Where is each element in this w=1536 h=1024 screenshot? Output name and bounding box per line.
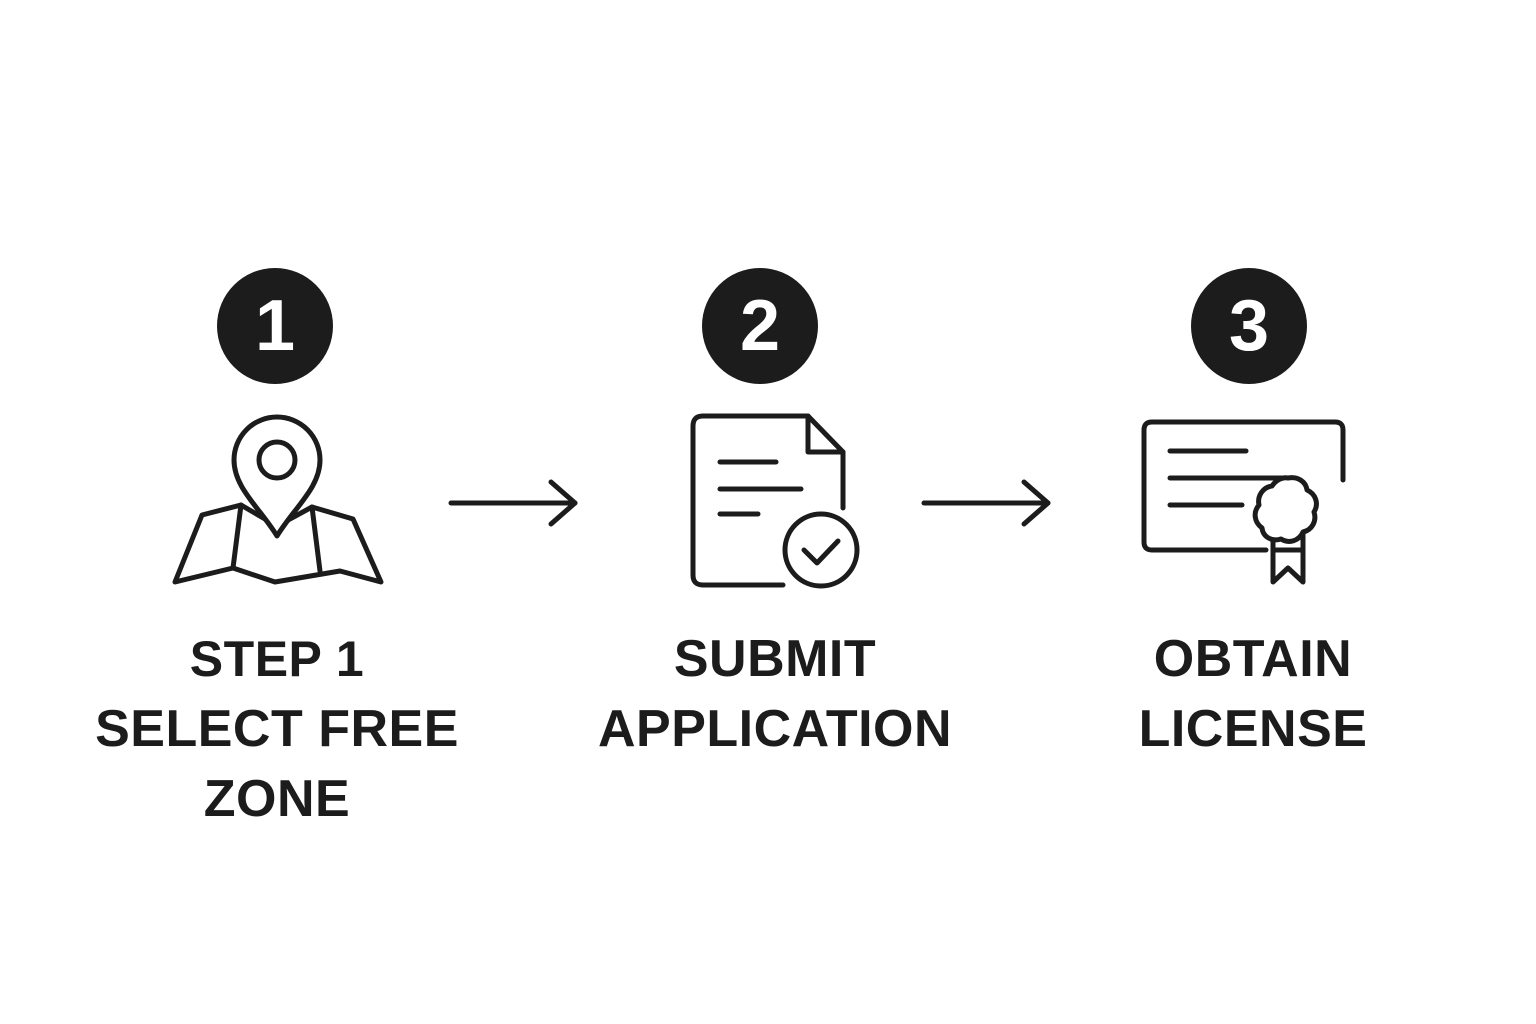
step-number-badge: 1 — [217, 268, 333, 384]
step-label: OBTAIN LICENSE — [1043, 624, 1463, 764]
map-pin-icon — [170, 400, 384, 590]
step-label-line: SELECT FREE — [95, 700, 459, 758]
step-number: 1 — [254, 286, 296, 366]
step-2: 2 SUBMIT APPLICATION — [565, 0, 985, 1024]
step-label-line: LICENSE — [1138, 700, 1368, 758]
step-label-line: SUBMIT — [673, 630, 877, 688]
step-label-line: APPLICATION — [597, 700, 953, 758]
certificate-icon — [1140, 400, 1346, 590]
step-number-badge: 3 — [1191, 268, 1307, 384]
step-label-line: OBTAIN — [1153, 630, 1353, 688]
step-label: STEP 1 SELECT FREE ZONE — [67, 624, 487, 834]
step-1: 1 STEP 1 SELECT FREE ZONE — [67, 0, 487, 1024]
step-label: SUBMIT APPLICATION — [565, 624, 985, 764]
step-number: 2 — [739, 286, 781, 366]
arrow-right-icon — [920, 478, 1055, 528]
step-3: 3 OBTAIN LICENSE — [1043, 0, 1463, 1024]
step-label-line: STEP 1 — [189, 631, 365, 687]
step-number-badge: 2 — [702, 268, 818, 384]
step-number: 3 — [1228, 286, 1270, 366]
step-label-line: ZONE — [203, 770, 351, 828]
arrow-right-icon — [447, 478, 582, 528]
document-check-icon — [688, 400, 862, 590]
